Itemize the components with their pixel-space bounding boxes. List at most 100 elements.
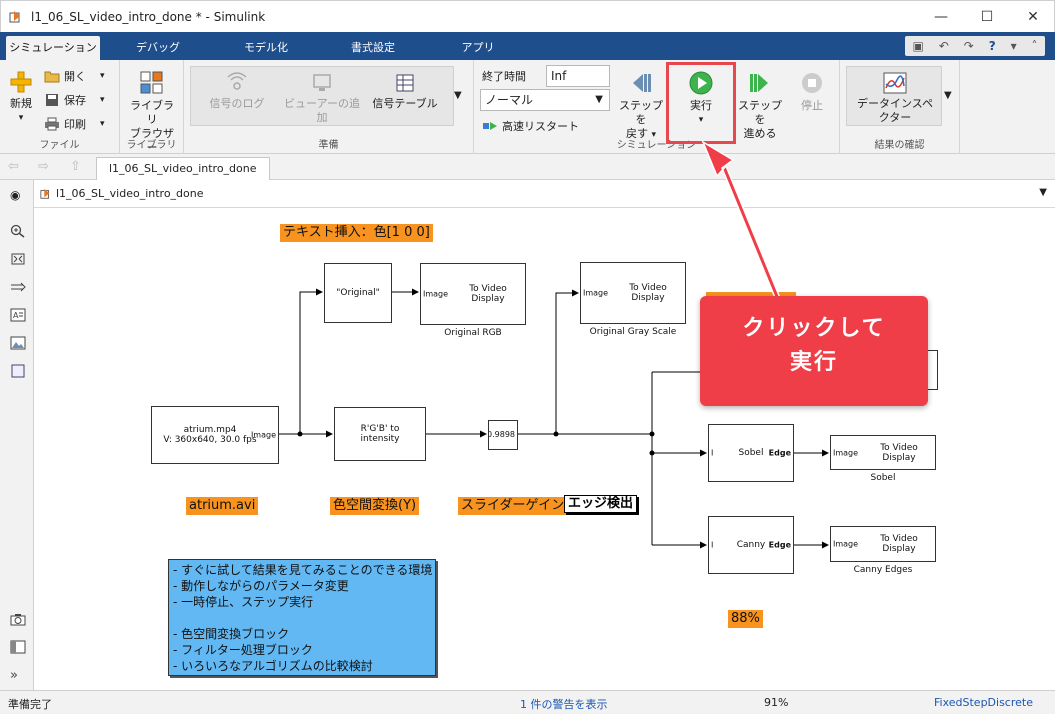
simulation-mode-select[interactable]: ノーマル ▼ <box>480 89 610 111</box>
chevron-up-icon[interactable]: ˄ <box>1031 39 1038 53</box>
run-icon <box>689 71 713 95</box>
step-forward-label-2: 進める <box>743 127 777 140</box>
chevron-down-icon: ▾ <box>651 130 657 140</box>
input-port-label: Image <box>423 289 449 299</box>
step-back-button[interactable]: ステップを 戻す ▾ <box>616 70 666 142</box>
data-inspector-button[interactable]: データインスペ クター <box>850 72 940 125</box>
annotation-edge-detect[interactable]: エッジ検出 <box>564 495 638 513</box>
save-button[interactable]: 保存 ▾ <box>44 92 105 108</box>
model-browser-icon[interactable] <box>10 640 26 654</box>
tab-format[interactable]: 書式設定 <box>351 41 395 54</box>
gallery-expand-icon[interactable]: ▼ <box>454 90 462 101</box>
undo-icon[interactable]: ↶ <box>938 39 949 53</box>
edge-detection-canny-block[interactable]: I Canny Edge <box>708 516 794 574</box>
redo-icon[interactable]: ↷ <box>963 39 974 53</box>
save-icon[interactable]: ▣ <box>912 39 924 53</box>
open-button[interactable]: 開く ▾ <box>44 68 105 84</box>
expand-palette-icon[interactable]: » <box>10 668 18 683</box>
up-arrow-icon[interactable]: ⇧ <box>70 159 81 174</box>
maximize-button[interactable]: ☐ <box>980 9 994 25</box>
fast-restart-toggle[interactable]: 高速リスタート <box>482 118 579 134</box>
run-label: 実行 <box>690 99 712 112</box>
video-display-label: Display <box>471 294 505 304</box>
warnings-link[interactable]: 1 件の警告を表示 <box>520 698 608 711</box>
help-icon[interactable]: ? <box>988 39 996 53</box>
viewer-icon <box>313 74 331 91</box>
slider-gain-block[interactable]: 0.9898 <box>488 420 518 450</box>
solver-link[interactable]: FixedStepDiscrete <box>934 696 1033 709</box>
model-tab[interactable]: l1_06_SL_video_intro_done <box>96 157 270 180</box>
signal-table-button[interactable]: 信号テーブル <box>370 72 440 111</box>
annotation-slider-gain[interactable]: スライダーゲイン <box>458 497 568 515</box>
connect-arrow-icon[interactable] <box>10 280 26 294</box>
add-viewer-button[interactable]: ビューアーの追 加 <box>282 72 362 125</box>
chevron-down-icon: ▾ <box>100 119 105 129</box>
chevron-down-icon: ▾ <box>698 115 704 125</box>
model-icon <box>40 188 50 199</box>
simulation-mode-value: ノーマル <box>485 93 534 107</box>
camera-icon[interactable] <box>10 612 26 626</box>
ribbon-group-prepare: 信号のログ ビューアーの追 加 信号テーブル ▼ 準備 <box>184 60 474 154</box>
signal-log-button[interactable]: 信号のログ <box>204 72 270 111</box>
notes-annotation[interactable]: - すぐに試して結果を見てみることのできる環境 - 動作しながらのパラメータ変更… <box>168 559 436 676</box>
model-canvas[interactable]: テキスト挿入：色[1 0 0] atrium.avi 色空間変換(Y) スライダ… <box>34 208 1055 690</box>
tab-modeling[interactable]: モデル化 <box>244 41 288 54</box>
gallery-expand-icon[interactable]: ▼ <box>944 90 952 101</box>
forward-arrow-icon[interactable]: ⇨ <box>38 159 49 174</box>
edge-detection-sobel-block[interactable]: I Sobel Edge <box>708 424 794 482</box>
library-browser-button[interactable]: ライブラリ ブラウザー <box>126 70 178 155</box>
input-port-label: Image <box>583 288 609 298</box>
note-line: - フィルター処理ブロック <box>173 643 313 657</box>
ribbon: 新規 ▾ 開く ▾ 保存 ▾ 印刷 ▾ ファイル ライブラリ ブラウザー <box>0 60 1055 154</box>
step-forward-button[interactable]: ステップを 進める <box>734 70 786 141</box>
note-line: - 一時停止、ステップ実行 <box>173 595 314 609</box>
breadcrumb[interactable]: l1_06_SL_video_intro_done <box>56 187 204 200</box>
group-title-review: 結果の確認 <box>874 140 925 151</box>
insert-text-block[interactable]: "Original" <box>324 263 392 323</box>
stop-time-field[interactable]: Inf <box>546 65 610 87</box>
hide-explorer-icon[interactable]: ◉ <box>10 188 21 202</box>
print-button[interactable]: 印刷 ▾ <box>44 116 105 132</box>
fast-restart-icon <box>483 122 497 130</box>
video-display-label: Display <box>631 293 665 303</box>
back-arrow-icon[interactable]: ⇦ <box>8 159 19 174</box>
annotation-text-insert[interactable]: テキスト挿入：色[1 0 0] <box>280 224 433 242</box>
step-forward-label-1: ステップを <box>738 99 782 126</box>
minimize-button[interactable]: — <box>934 9 948 25</box>
stop-button[interactable]: 停止 <box>790 70 834 113</box>
new-button[interactable]: 新規 ▾ <box>6 70 36 125</box>
zoom-in-icon[interactable] <box>10 224 26 238</box>
breadcrumb-dropdown-icon[interactable]: ▼ <box>1039 187 1047 198</box>
annotation-percent[interactable]: 88% <box>728 610 763 628</box>
input-port-label: Image <box>833 539 859 549</box>
tab-simulation[interactable]: シミュレーション <box>6 36 100 60</box>
caption-sobel: Sobel <box>870 473 896 483</box>
branch-point <box>649 431 655 437</box>
chevron-down-icon: ▾ <box>100 95 105 105</box>
stop-time-label: 終了時間 <box>482 70 526 83</box>
tab-apps[interactable]: アプリ <box>461 41 495 54</box>
area-icon[interactable] <box>10 364 26 378</box>
close-button[interactable]: ✕ <box>1027 9 1039 25</box>
ribbon-group-simulation: 終了時間 Inf ノーマル ▼ 高速リスタート ステップを 戻す ▾ 実行 ▾ … <box>474 60 840 154</box>
tab-debug[interactable]: デバッグ <box>136 41 180 54</box>
fit-to-view-icon[interactable] <box>10 252 26 266</box>
annotation-source[interactable]: atrium.avi <box>186 497 259 515</box>
status-bar: 準備完了 1 件の警告を表示 91% FixedStepDiscrete <box>0 690 1055 714</box>
edge-method-label: Canny <box>736 540 766 550</box>
output-port-label: Edge <box>768 448 791 458</box>
chevron-down-icon[interactable]: ▾ <box>1010 39 1017 53</box>
run-button[interactable]: 実行 ▾ <box>672 70 730 127</box>
annotation-color-space[interactable]: 色空間変換(Y) <box>330 497 420 515</box>
signal-log-label: 信号のログ <box>209 97 265 110</box>
svg-text:A: A <box>13 311 19 320</box>
text-annotation-icon[interactable]: A <box>10 308 26 322</box>
folder-icon <box>44 71 60 83</box>
image-annotation-icon[interactable] <box>10 336 26 350</box>
